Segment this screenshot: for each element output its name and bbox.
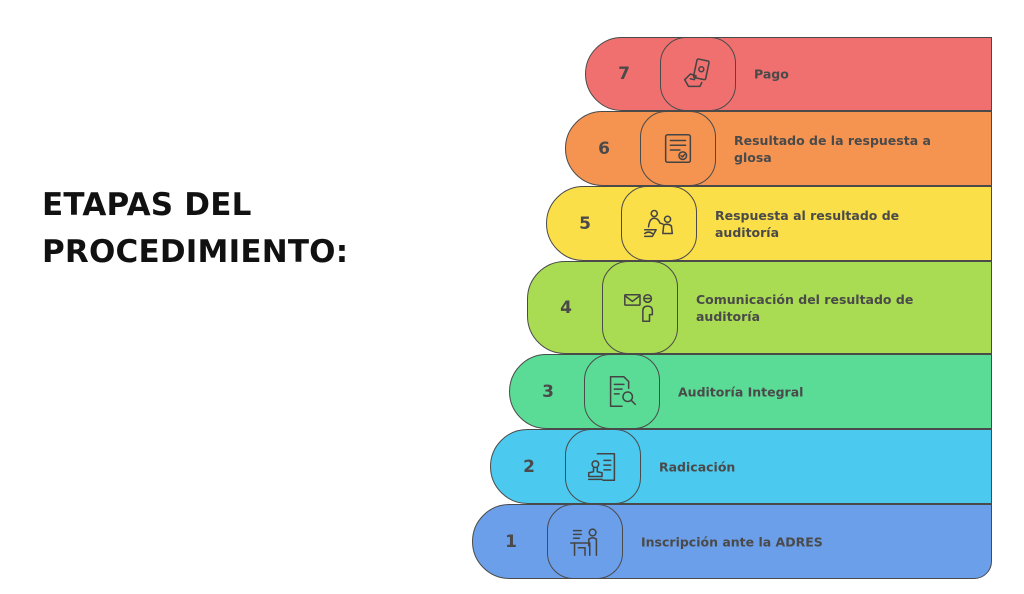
document-search-icon bbox=[603, 373, 641, 411]
step-1: 1 Inscripción ante la ADRES bbox=[472, 504, 992, 579]
step-7: 7 Pago bbox=[585, 37, 992, 111]
step-number: 1 bbox=[505, 531, 517, 552]
step-number: 3 bbox=[542, 381, 554, 402]
stamp-document-icon bbox=[584, 448, 622, 486]
title-line-1: ETAPAS DEL bbox=[42, 187, 252, 223]
step-label: Auditoría Integral bbox=[678, 384, 804, 399]
meeting-desk-icon bbox=[640, 205, 678, 243]
step-number: 2 bbox=[523, 456, 535, 477]
page-title: ETAPAS DEL PROCEDIMIENTO: bbox=[42, 182, 348, 276]
certificate-document-icon bbox=[659, 130, 697, 168]
step-label: Resultado de la respuesta a glosa bbox=[734, 132, 931, 165]
step-number: 6 bbox=[598, 138, 610, 159]
registration-desk-icon bbox=[566, 523, 604, 561]
step-icon-tab bbox=[547, 504, 623, 579]
step-icon-tab bbox=[602, 261, 678, 354]
step-icon-tab bbox=[565, 429, 641, 504]
step-icon-tab bbox=[584, 354, 660, 429]
step-5: 5 Respuesta al resultado de auditoría bbox=[546, 186, 992, 261]
step-label: Respuesta al resultado de auditoría bbox=[715, 207, 900, 240]
mail-person-icon bbox=[621, 289, 659, 327]
step-3: 3 Auditoría Integral bbox=[509, 354, 992, 429]
payment-hand-icon bbox=[679, 55, 717, 93]
step-label: Comunicación del resultado de auditoría bbox=[696, 291, 914, 324]
step-icon-tab bbox=[621, 186, 697, 261]
step-icon-tab bbox=[640, 111, 716, 186]
step-number: 4 bbox=[560, 297, 572, 318]
step-label: Pago bbox=[754, 66, 789, 82]
step-number: 5 bbox=[579, 213, 591, 234]
step-4: 4 Comunicación del resultado de auditorí… bbox=[527, 261, 992, 354]
step-icon-tab bbox=[660, 37, 736, 111]
step-label: Radicación bbox=[659, 459, 736, 474]
title-line-2: PROCEDIMIENTO: bbox=[42, 234, 349, 270]
step-number: 7 bbox=[618, 64, 630, 84]
step-6: 6 Resultado de la respuesta a glosa bbox=[565, 111, 992, 186]
step-2: 2 Radicación bbox=[490, 429, 992, 504]
step-label: Inscripción ante la ADRES bbox=[641, 534, 823, 549]
